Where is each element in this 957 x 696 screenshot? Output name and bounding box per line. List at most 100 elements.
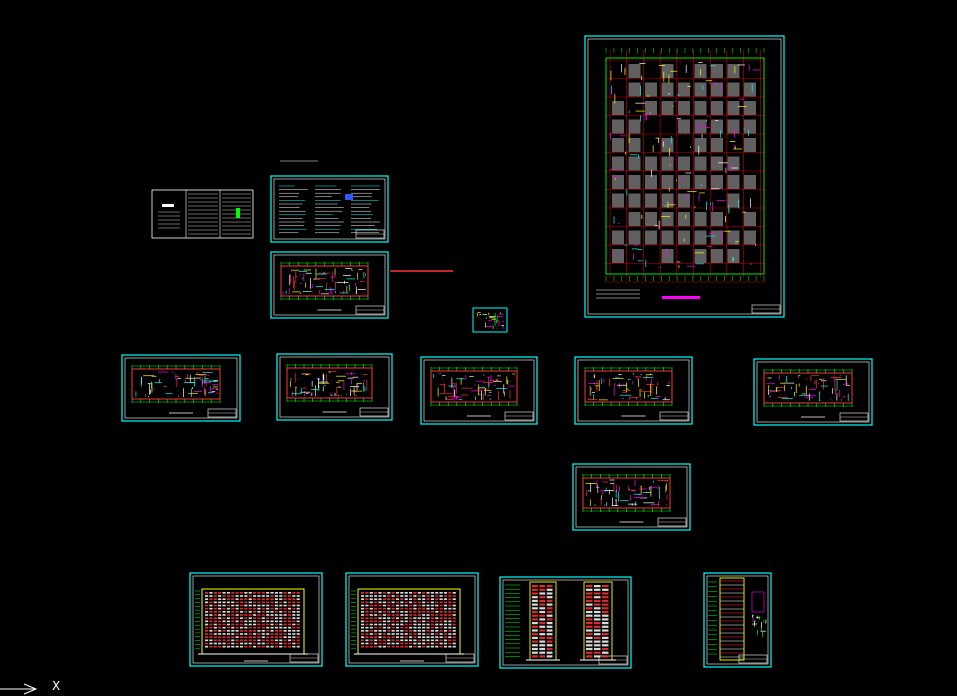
window	[369, 611, 373, 613]
window	[296, 598, 300, 600]
drawing-title-bar	[662, 296, 700, 299]
window	[382, 642, 386, 645]
window	[400, 617, 404, 619]
window	[239, 639, 244, 642]
window	[586, 592, 593, 595]
window	[391, 633, 395, 635]
window	[292, 645, 296, 648]
window	[426, 642, 430, 645]
window	[404, 620, 408, 623]
window	[261, 636, 265, 638]
window	[378, 626, 382, 629]
window	[218, 604, 222, 607]
window	[532, 603, 538, 606]
window	[594, 596, 601, 599]
window	[435, 607, 439, 610]
window	[283, 592, 287, 594]
window	[257, 611, 261, 613]
window	[274, 620, 278, 623]
sheet-basement-plan[interactable]	[584, 35, 785, 318]
window	[439, 614, 443, 616]
window	[594, 588, 601, 591]
window	[239, 630, 244, 632]
window	[400, 642, 404, 645]
sheet-roof-plan[interactable]	[572, 463, 691, 531]
window	[253, 623, 257, 626]
window	[361, 601, 365, 604]
sheet-floor-plan-1[interactable]	[121, 354, 241, 422]
window	[361, 639, 365, 642]
window	[287, 611, 292, 613]
sheet-border	[189, 572, 323, 667]
window	[205, 614, 209, 616]
window	[413, 604, 417, 607]
window	[365, 642, 369, 645]
window	[244, 639, 248, 642]
sheet-floor-plan-2[interactable]	[276, 353, 393, 421]
window	[226, 633, 230, 635]
sheet-side-elevations[interactable]	[499, 576, 632, 669]
window	[404, 607, 408, 610]
window	[239, 623, 244, 626]
parking-bay	[612, 101, 624, 115]
sheet-site-plan-strip[interactable]	[270, 251, 389, 319]
window	[231, 626, 235, 629]
window	[426, 645, 430, 648]
sheet-floor-plan-3[interactable]	[420, 356, 538, 425]
sheet-drawing-index[interactable]	[151, 189, 254, 239]
window	[296, 623, 300, 626]
parking-bay	[744, 82, 756, 97]
sheet-small-detail[interactable]	[472, 307, 508, 333]
window	[374, 645, 378, 648]
sheet-section[interactable]	[703, 572, 772, 668]
sheet-design-notes[interactable]	[270, 160, 389, 243]
sheet-floor-plan-4[interactable]	[574, 356, 693, 425]
sheet-inner-border	[273, 178, 386, 240]
window	[213, 642, 217, 645]
window	[253, 639, 257, 642]
window	[391, 620, 395, 623]
window	[218, 626, 222, 629]
window	[422, 626, 426, 629]
window	[287, 639, 292, 642]
sheet-floor-plan-5[interactable]	[753, 358, 873, 426]
window	[279, 601, 283, 604]
window	[279, 617, 283, 619]
window	[261, 639, 265, 642]
window	[283, 626, 287, 629]
window	[452, 611, 456, 613]
window	[546, 599, 553, 602]
window	[296, 611, 300, 613]
ucs-arrowhead	[23, 683, 38, 695]
window	[248, 611, 252, 613]
window	[226, 620, 230, 623]
sheet-rear-elevation[interactable]	[345, 572, 479, 667]
window	[602, 618, 609, 621]
window	[413, 636, 417, 638]
window	[292, 611, 296, 613]
window	[248, 614, 252, 616]
window	[586, 588, 593, 591]
window	[283, 620, 287, 623]
window	[426, 598, 430, 600]
window	[409, 639, 413, 642]
window	[235, 620, 239, 623]
window	[602, 610, 609, 614]
window	[378, 645, 382, 648]
sheet-front-elevation[interactable]	[189, 572, 323, 667]
window	[231, 636, 235, 638]
window	[409, 607, 413, 610]
window	[361, 642, 365, 645]
window	[382, 633, 386, 635]
window	[287, 607, 292, 610]
parking-bay	[711, 212, 723, 226]
parking-bay	[694, 119, 707, 134]
window	[218, 595, 222, 597]
window	[369, 623, 373, 626]
window	[231, 633, 235, 635]
window	[374, 614, 378, 616]
window	[422, 636, 426, 638]
window	[586, 629, 593, 632]
parking-bay	[612, 138, 624, 152]
